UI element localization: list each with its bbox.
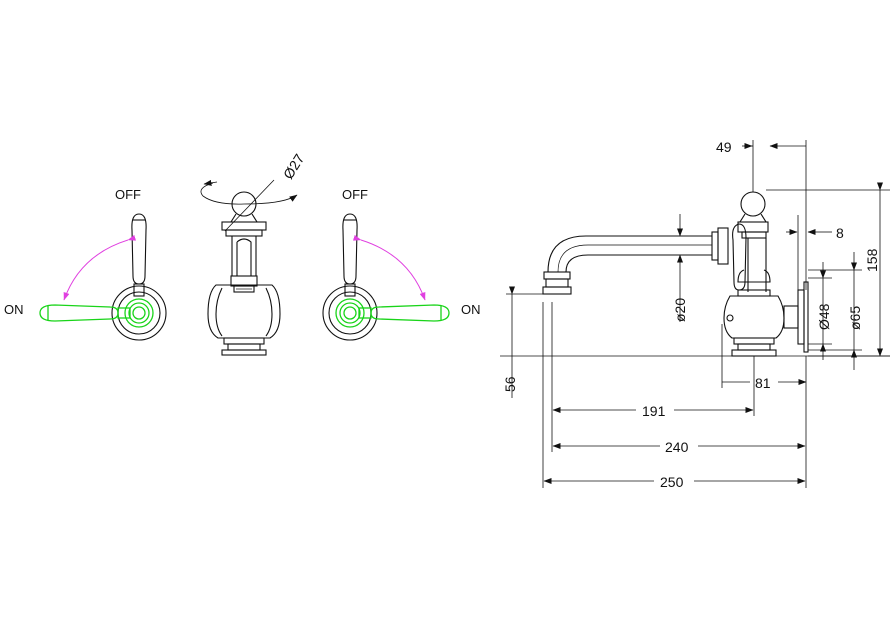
- front-base: [223, 337, 265, 345]
- side-lower-body: [723, 295, 785, 339]
- left-hub-green: [124, 298, 154, 328]
- left-backplate-outer: [111, 285, 167, 341]
- side-knob: [740, 191, 766, 217]
- right-rotation-arc: [352, 234, 426, 301]
- spout-pipe-bottom: [565, 254, 712, 273]
- dim-56-label: 56: [502, 376, 518, 392]
- right-backplate-outer: [322, 285, 378, 341]
- side-view: 49 158 8 Ø48 ø65 ø20 56: [500, 139, 890, 490]
- left-lever-on: [39, 304, 131, 322]
- left-lever-off: [131, 213, 147, 297]
- right-on-label: ON: [461, 302, 481, 317]
- wall-flange: [797, 289, 805, 345]
- dim-65-label: ø65: [847, 306, 863, 330]
- dim-191-label: 191: [642, 403, 666, 419]
- dim-49-label: 49: [716, 139, 732, 155]
- right-backplate-inner: [328, 291, 372, 335]
- left-on-label: ON: [4, 302, 24, 317]
- left-off-label: OFF: [115, 187, 141, 202]
- front-rotation-arrow: [200, 182, 298, 205]
- left-rotation-arc: [63, 234, 137, 301]
- right-tap-view: OFF ON: [322, 187, 481, 341]
- left-backplate-inner: [117, 291, 161, 335]
- left-tap-view: OFF ON: [4, 187, 167, 341]
- front-diameter-label: Ø27: [280, 151, 308, 182]
- right-lever-off: [342, 213, 358, 297]
- dim-250-label: 250: [660, 474, 684, 490]
- dim-158-label: 158: [864, 248, 880, 272]
- right-off-label: OFF: [342, 187, 368, 202]
- front-spout-view: Ø27: [200, 151, 308, 356]
- front-body-top: [221, 221, 267, 231]
- side-aerator: [543, 271, 571, 280]
- dim-20-label: ø20: [672, 298, 688, 322]
- dim-48-label: Ø48: [816, 303, 832, 330]
- dim-240-label: 240: [665, 439, 689, 455]
- right-lever-on: [358, 304, 450, 322]
- right-hub-green: [335, 298, 365, 328]
- front-body: [207, 284, 281, 339]
- dim-8-label: 8: [836, 225, 844, 241]
- dim-81-label: 81: [755, 375, 771, 391]
- side-lever: [732, 223, 747, 291]
- front-knob: [231, 191, 257, 217]
- spout-pipe-top: [547, 235, 712, 273]
